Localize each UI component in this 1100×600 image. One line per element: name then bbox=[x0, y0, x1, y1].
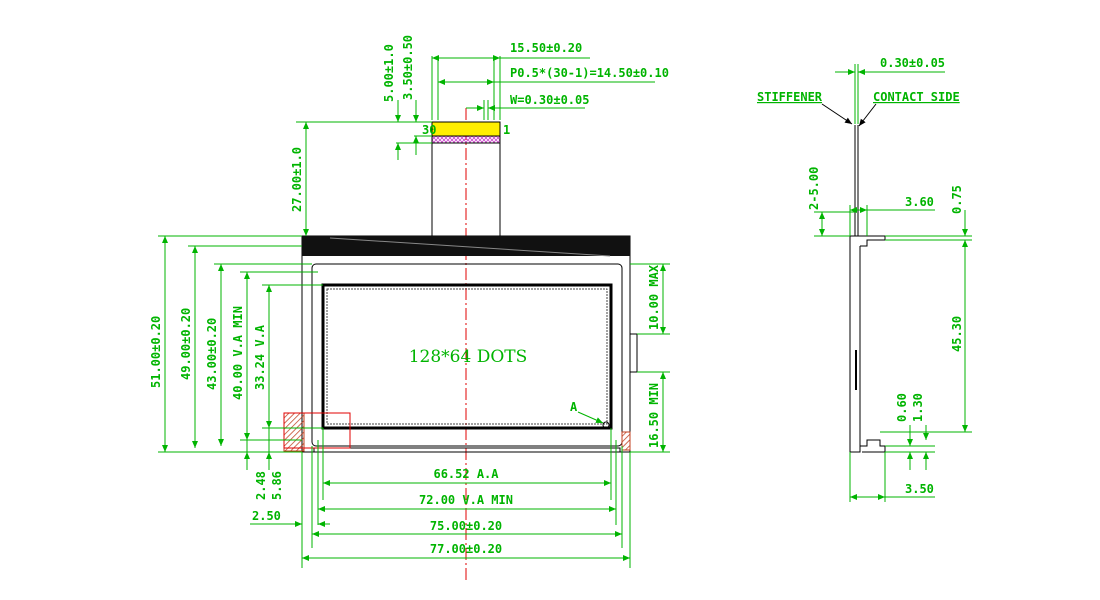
stiffener-label: STIFFENER bbox=[757, 90, 823, 104]
tail-length-label: 5.00±1.0 bbox=[382, 44, 396, 102]
view-width-label: 72.00 V.A MIN bbox=[419, 493, 513, 507]
right-bottom-label: 16.50 MIN bbox=[647, 383, 661, 448]
band-diagonal bbox=[329, 237, 611, 257]
polarizer-height-label: 43.00±0.20 bbox=[205, 318, 219, 390]
body-height-label: 45.30 bbox=[950, 316, 964, 352]
view-area bbox=[321, 283, 613, 430]
bottom-ledge bbox=[313, 447, 621, 453]
left-offset-label: 2.50 bbox=[252, 509, 281, 523]
active-height-label: 33.24 V.A bbox=[253, 324, 267, 390]
detail-box bbox=[283, 412, 351, 449]
detail-a-point bbox=[602, 421, 610, 429]
bottom-step-b-label: 1.30 bbox=[911, 393, 925, 422]
lcd-module-body: 128*64 DOTS A bbox=[283, 235, 638, 453]
glass-height-label: 49.00±0.20 bbox=[179, 308, 193, 380]
left-vertical-dimensions: 51.00±0.20 49.00±0.20 43.00±0.20 40.00 V… bbox=[149, 235, 323, 500]
fpc-width-label: 15.50±0.20 bbox=[510, 41, 582, 55]
fpc-pin-1-label: 1 bbox=[503, 123, 510, 137]
bottom-thickness-label: 3.50 bbox=[905, 482, 934, 496]
fpc-contact-pads bbox=[431, 135, 501, 144]
outline-width-label: 77.00±0.20 bbox=[430, 542, 502, 556]
total-thickness-label: 3.60 bbox=[905, 195, 934, 209]
fpc-pin-30-label: 30 bbox=[422, 123, 436, 137]
top-step-label: 0.75 bbox=[950, 185, 964, 214]
right-top-label: 10.00 MAX bbox=[647, 264, 661, 330]
display-resolution-label: 128*64 DOTS bbox=[409, 347, 528, 367]
active-area bbox=[326, 288, 608, 425]
fpc-dimensions: 15.50±0.20 P0.5*(30-1)=14.50±0.10 W=0.30… bbox=[290, 35, 669, 236]
offset-b-label: 5.86 bbox=[270, 471, 284, 500]
stiffener-length-label: 3.50±0.50 bbox=[401, 35, 415, 100]
detail-a-leader bbox=[577, 411, 604, 424]
bend-range-label: 2-5.00 bbox=[807, 167, 821, 210]
front-view: 30 1 128*64 DOTS A bbox=[149, 35, 670, 580]
right-tab bbox=[629, 333, 638, 373]
offset-a-label: 2.48 bbox=[254, 471, 268, 500]
view-area-height-label: 40.00 V.A MIN bbox=[231, 306, 245, 400]
fpc-thickness-label: 0.30±0.05 bbox=[880, 56, 945, 70]
detail-a-label: A bbox=[570, 400, 578, 414]
fpc-length-label: 27.00±1.0 bbox=[290, 147, 304, 212]
glass-outline bbox=[311, 263, 623, 447]
fpc-stiffener bbox=[431, 121, 501, 137]
hatched-corner-right bbox=[621, 431, 631, 451]
side-body-top bbox=[850, 235, 886, 247]
glass-width-label: 75.00±0.20 bbox=[430, 519, 502, 533]
outline-height-label: 51.00±0.20 bbox=[149, 316, 163, 388]
active-width-label: 66.52 A.A bbox=[433, 467, 499, 481]
bottom-horizontal-dimensions: 66.52 A.A 72.00 V.A MIN 75.00±0.20 77.00… bbox=[250, 428, 631, 568]
fpc-pitch-label: P0.5*(30-1)=14.50±0.10 bbox=[510, 66, 669, 80]
side-body-outline bbox=[849, 236, 886, 453]
contact-side-leader bbox=[858, 103, 877, 127]
side-view: STIFFENER CONTACT SIDE 0.30±0.05 2-5.00 … bbox=[757, 56, 972, 502]
fpc-tail: 30 1 bbox=[422, 121, 510, 236]
right-vertical-dimensions: 10.00 MAX 16.50 MIN bbox=[630, 263, 670, 453]
bottom-step-a-label: 0.60 bbox=[895, 393, 909, 422]
contact-side-label: CONTACT SIDE bbox=[873, 90, 960, 104]
hatched-corner bbox=[283, 412, 305, 452]
fpc-lead-width-label: W=0.30±0.05 bbox=[510, 93, 589, 107]
stiffener-leader bbox=[821, 103, 853, 125]
